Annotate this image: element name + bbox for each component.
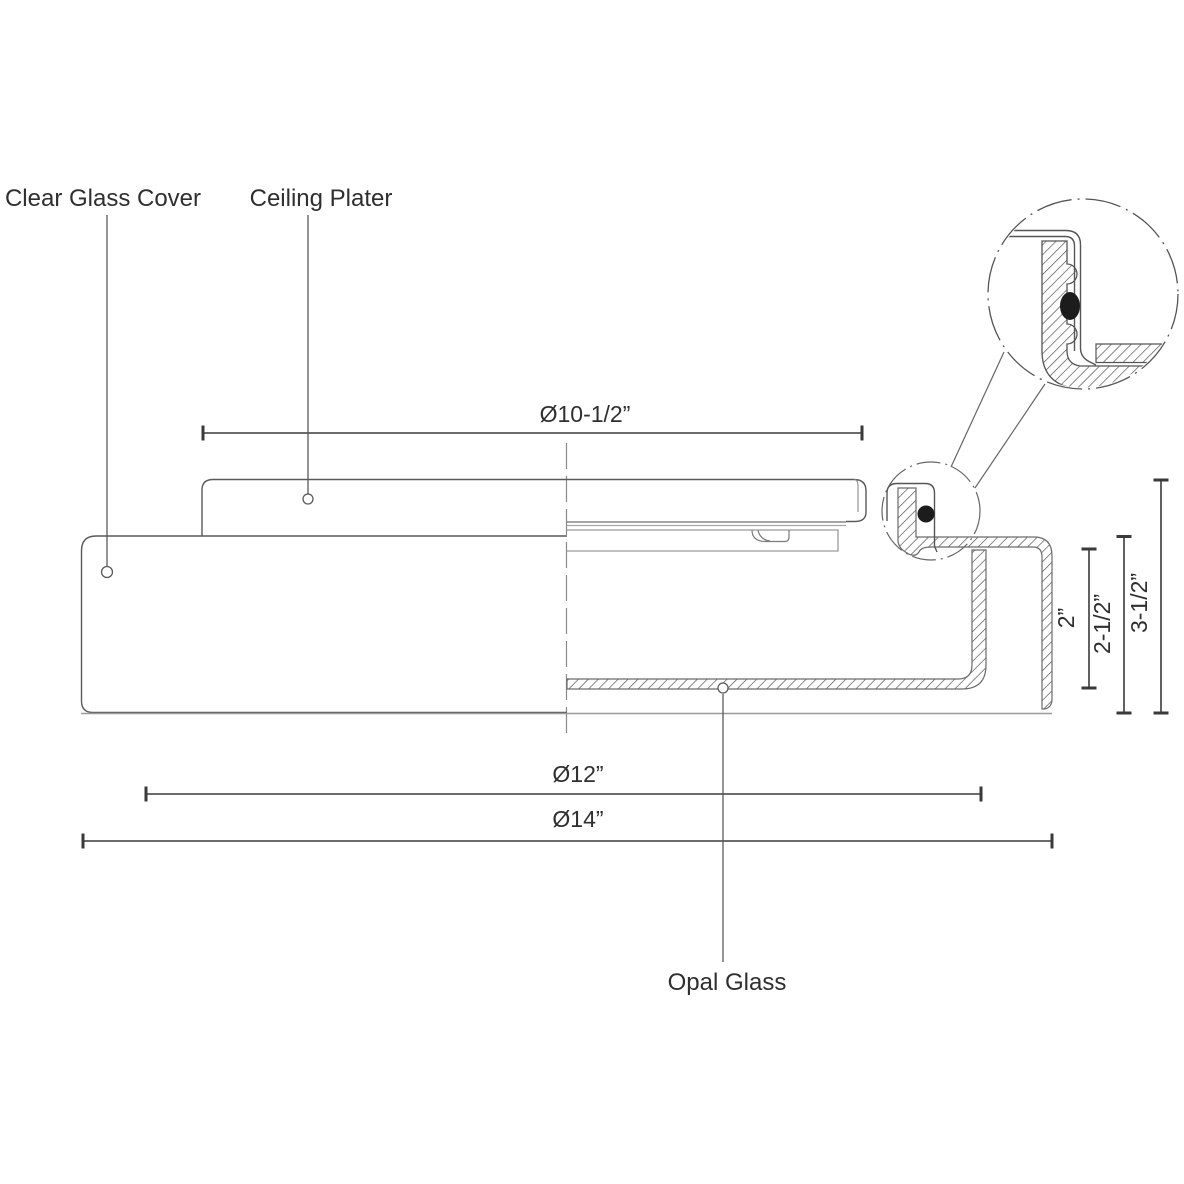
dim-outer-diameter: Ø14” [552, 806, 603, 832]
leader-marker-ceiling-plate [302, 493, 314, 505]
dim-glass-inner-height: 2” [1053, 608, 1079, 628]
detail-cone-line-2 [974, 383, 1046, 489]
section-plate-top-inner [853, 478, 859, 512]
dim-inner-diameter: Ø12” [552, 761, 603, 787]
section-plate-top [567, 478, 867, 523]
detail-cone-line-1 [950, 351, 1005, 468]
spring-clip [751, 529, 790, 543]
plate-rim-channel [886, 482, 938, 553]
detail-gasket-seal [1060, 292, 1080, 320]
leader-lines [106, 215, 724, 962]
dim-total-height: 3-1/2” [1126, 573, 1152, 633]
gasket-seal [917, 505, 935, 523]
detail-view-circle [987, 198, 1179, 390]
ceiling-plate-outline [201, 478, 567, 536]
label-ceiling-plater: Ceiling Plater [250, 185, 393, 212]
leader-marker-opal-glass [717, 682, 729, 694]
inner-plate-box [567, 529, 839, 552]
detail-plate-sheet-outer [989, 229, 1097, 366]
clear-glass-cover-outline [80, 535, 567, 714]
detail-plate-sheet-inner [989, 235, 1076, 351]
dim-plate-diameter: Ø10-1/2” [540, 401, 631, 427]
dimension-lines [81, 425, 1169, 849]
label-opal-glass: Opal Glass [668, 969, 787, 996]
detail-view-contents [989, 229, 1163, 388]
label-clear-glass-cover: Clear Glass Cover [5, 185, 201, 212]
detail-source-circle [881, 461, 981, 561]
cover-shell-section-hatched [897, 487, 1053, 710]
leader-marker-clear-glass [100, 565, 114, 579]
opal-glass-section-hatched [566, 549, 987, 690]
dim-body-height: 2-1/2” [1089, 594, 1115, 654]
